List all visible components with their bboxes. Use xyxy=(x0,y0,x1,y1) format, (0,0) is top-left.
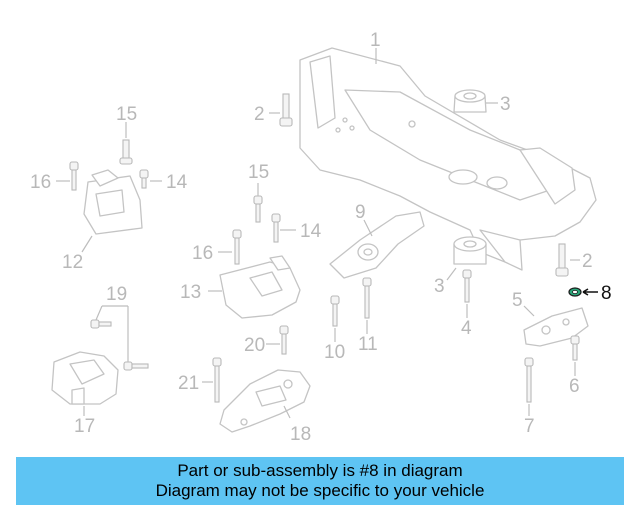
callout-2-top: 2 xyxy=(254,104,265,125)
callout-15-left: 15 xyxy=(116,104,137,125)
bolt-part-2-top xyxy=(279,93,293,127)
info-banner: Part or sub-assembly is #8 in diagram Di… xyxy=(16,457,624,505)
callout-15-middle: 15 xyxy=(248,162,269,183)
callout-19: 19 xyxy=(106,284,127,305)
callout-12: 12 xyxy=(62,252,83,273)
callout-11: 11 xyxy=(358,334,378,355)
bolt-part-2-right xyxy=(555,243,569,277)
callout-13: 13 xyxy=(180,282,201,303)
bolt-part-21 xyxy=(212,357,222,403)
nut-part-8 xyxy=(568,287,582,297)
bolt-part-16-middle xyxy=(232,229,242,265)
bolt-part-11 xyxy=(362,277,372,319)
callout-5: 5 xyxy=(512,290,523,311)
bolt-part-10 xyxy=(330,295,340,327)
leader-lines xyxy=(56,48,580,419)
bolt-part-15-left xyxy=(119,139,133,165)
callout-14-left: 14 xyxy=(166,172,188,193)
parts-diagram: 1 2 3 15 16 14 12 15 14 16 9 13 2 8 3 5 … xyxy=(30,30,612,445)
callout-4: 4 xyxy=(461,318,472,339)
callout-1: 1 xyxy=(370,30,381,51)
bolt-part-16-left xyxy=(69,161,79,191)
bolt-part-15-middle xyxy=(253,195,263,223)
bracket-part-18 xyxy=(219,369,311,433)
callout-8-arrow xyxy=(582,288,598,296)
callout-2-right: 2 xyxy=(582,251,593,272)
bushing-part-3-top xyxy=(453,89,487,113)
bolt-part-19-b xyxy=(123,361,149,371)
engine-mount-part-12 xyxy=(83,169,143,235)
bushing-part-3-lower xyxy=(453,236,487,265)
bolt-part-14-left xyxy=(139,169,149,189)
callout-20: 20 xyxy=(244,335,265,356)
front-subframe-part xyxy=(299,47,597,271)
callout-14-middle: 14 xyxy=(300,221,322,242)
callout-7: 7 xyxy=(524,416,535,437)
callout-8: 8 xyxy=(601,283,612,304)
callout-3-lower: 3 xyxy=(434,276,445,297)
bolt-part-6 xyxy=(570,335,580,361)
bolt-part-19-a xyxy=(90,319,112,329)
banner-line-disclaimer: Diagram may not be specific to your vehi… xyxy=(155,481,485,500)
callout-9: 9 xyxy=(355,202,366,223)
bolt-part-7 xyxy=(524,357,534,403)
callout-16-middle: 16 xyxy=(192,243,213,264)
bolt-part-20 xyxy=(279,325,289,355)
bracket-part-13 xyxy=(219,255,301,319)
callout-17: 17 xyxy=(74,416,95,437)
callout-21: 21 xyxy=(178,373,199,394)
bolt-part-14-middle xyxy=(271,213,281,243)
callout-18: 18 xyxy=(290,424,311,445)
callout-6: 6 xyxy=(569,376,580,397)
torque-rod-part-9 xyxy=(329,211,425,279)
banner-line-part-number: Part or sub-assembly is #8 in diagram xyxy=(177,461,463,480)
callout-labels: 1 2 3 15 16 14 12 15 14 16 9 13 2 8 3 5 … xyxy=(30,30,612,445)
callout-3-top: 3 xyxy=(500,94,511,115)
transmission-mount-part-17 xyxy=(51,351,119,405)
callout-10: 10 xyxy=(324,342,345,363)
bolt-part-4 xyxy=(462,269,472,303)
callout-16-left: 16 xyxy=(30,172,51,193)
